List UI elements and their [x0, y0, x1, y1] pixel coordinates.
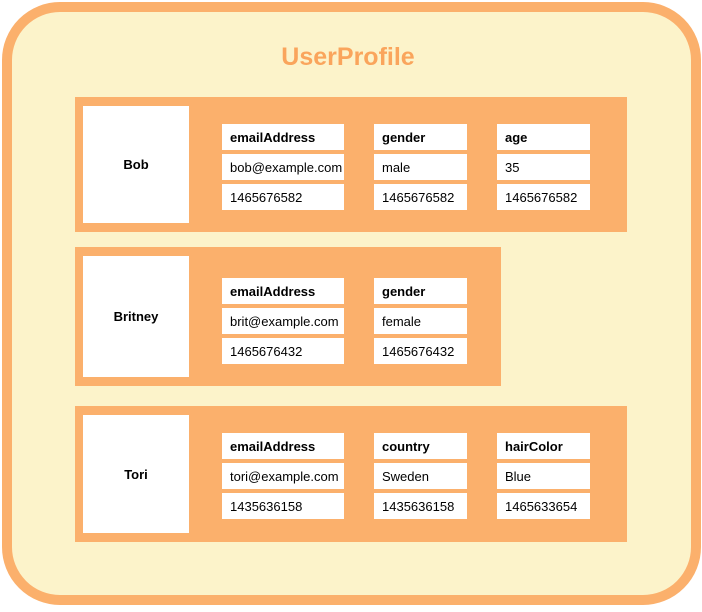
column-name-cell: emailAddress [222, 278, 344, 304]
column-value-cell: Sweden [374, 463, 467, 489]
row-block-tori: Tori emailAddress tori@example.com 14356… [75, 406, 627, 542]
column-timestamp-cell: 1435636158 [222, 493, 344, 519]
column-group: emailAddress tori@example.com 1435636158… [222, 433, 590, 519]
column-value-cell: 35 [497, 154, 590, 180]
column-group: emailAddress bob@example.com 1465676582 … [222, 124, 590, 210]
column-name-cell: emailAddress [222, 433, 344, 459]
column-family-title: UserProfile [281, 43, 415, 71]
column-timestamp-cell: 1465676582 [374, 184, 467, 210]
column-value-cell: Blue [497, 463, 590, 489]
column-name-cell: gender [374, 278, 467, 304]
column-country: country Sweden 1435636158 [374, 433, 467, 519]
column-timestamp-cell: 1465676582 [497, 184, 590, 210]
column-name-cell: emailAddress [222, 124, 344, 150]
column-value-cell: brit@example.com [222, 308, 344, 334]
column-name-cell: country [374, 433, 467, 459]
row-key-cell: Britney [83, 256, 189, 377]
row-key-cell: Bob [83, 106, 189, 223]
column-name-cell: age [497, 124, 590, 150]
column-name-cell: hairColor [497, 433, 590, 459]
column-value-cell: tori@example.com [222, 463, 344, 489]
column-emailaddress: emailAddress tori@example.com 1435636158 [222, 433, 344, 519]
column-timestamp-cell: 1435636158 [374, 493, 467, 519]
column-value-cell: bob@example.com [222, 154, 344, 180]
column-timestamp-cell: 1465633654 [497, 493, 590, 519]
column-name-cell: gender [374, 124, 467, 150]
column-emailaddress: emailAddress bob@example.com 1465676582 [222, 124, 344, 210]
column-value-cell: male [374, 154, 467, 180]
column-emailaddress: emailAddress brit@example.com 1465676432 [222, 278, 344, 364]
column-gender: gender female 1465676432 [374, 278, 467, 364]
column-timestamp-cell: 1465676582 [222, 184, 344, 210]
row-key-cell: Tori [83, 415, 189, 533]
column-age: age 35 1465676582 [497, 124, 590, 210]
row-block-bob: Bob emailAddress bob@example.com 1465676… [75, 97, 627, 232]
column-gender: gender male 1465676582 [374, 124, 467, 210]
column-timestamp-cell: 1465676432 [374, 338, 467, 364]
column-timestamp-cell: 1465676432 [222, 338, 344, 364]
column-group: emailAddress brit@example.com 1465676432… [222, 278, 467, 364]
column-value-cell: female [374, 308, 467, 334]
row-block-britney: Britney emailAddress brit@example.com 14… [75, 247, 501, 386]
column-haircolor: hairColor Blue 1465633654 [497, 433, 590, 519]
